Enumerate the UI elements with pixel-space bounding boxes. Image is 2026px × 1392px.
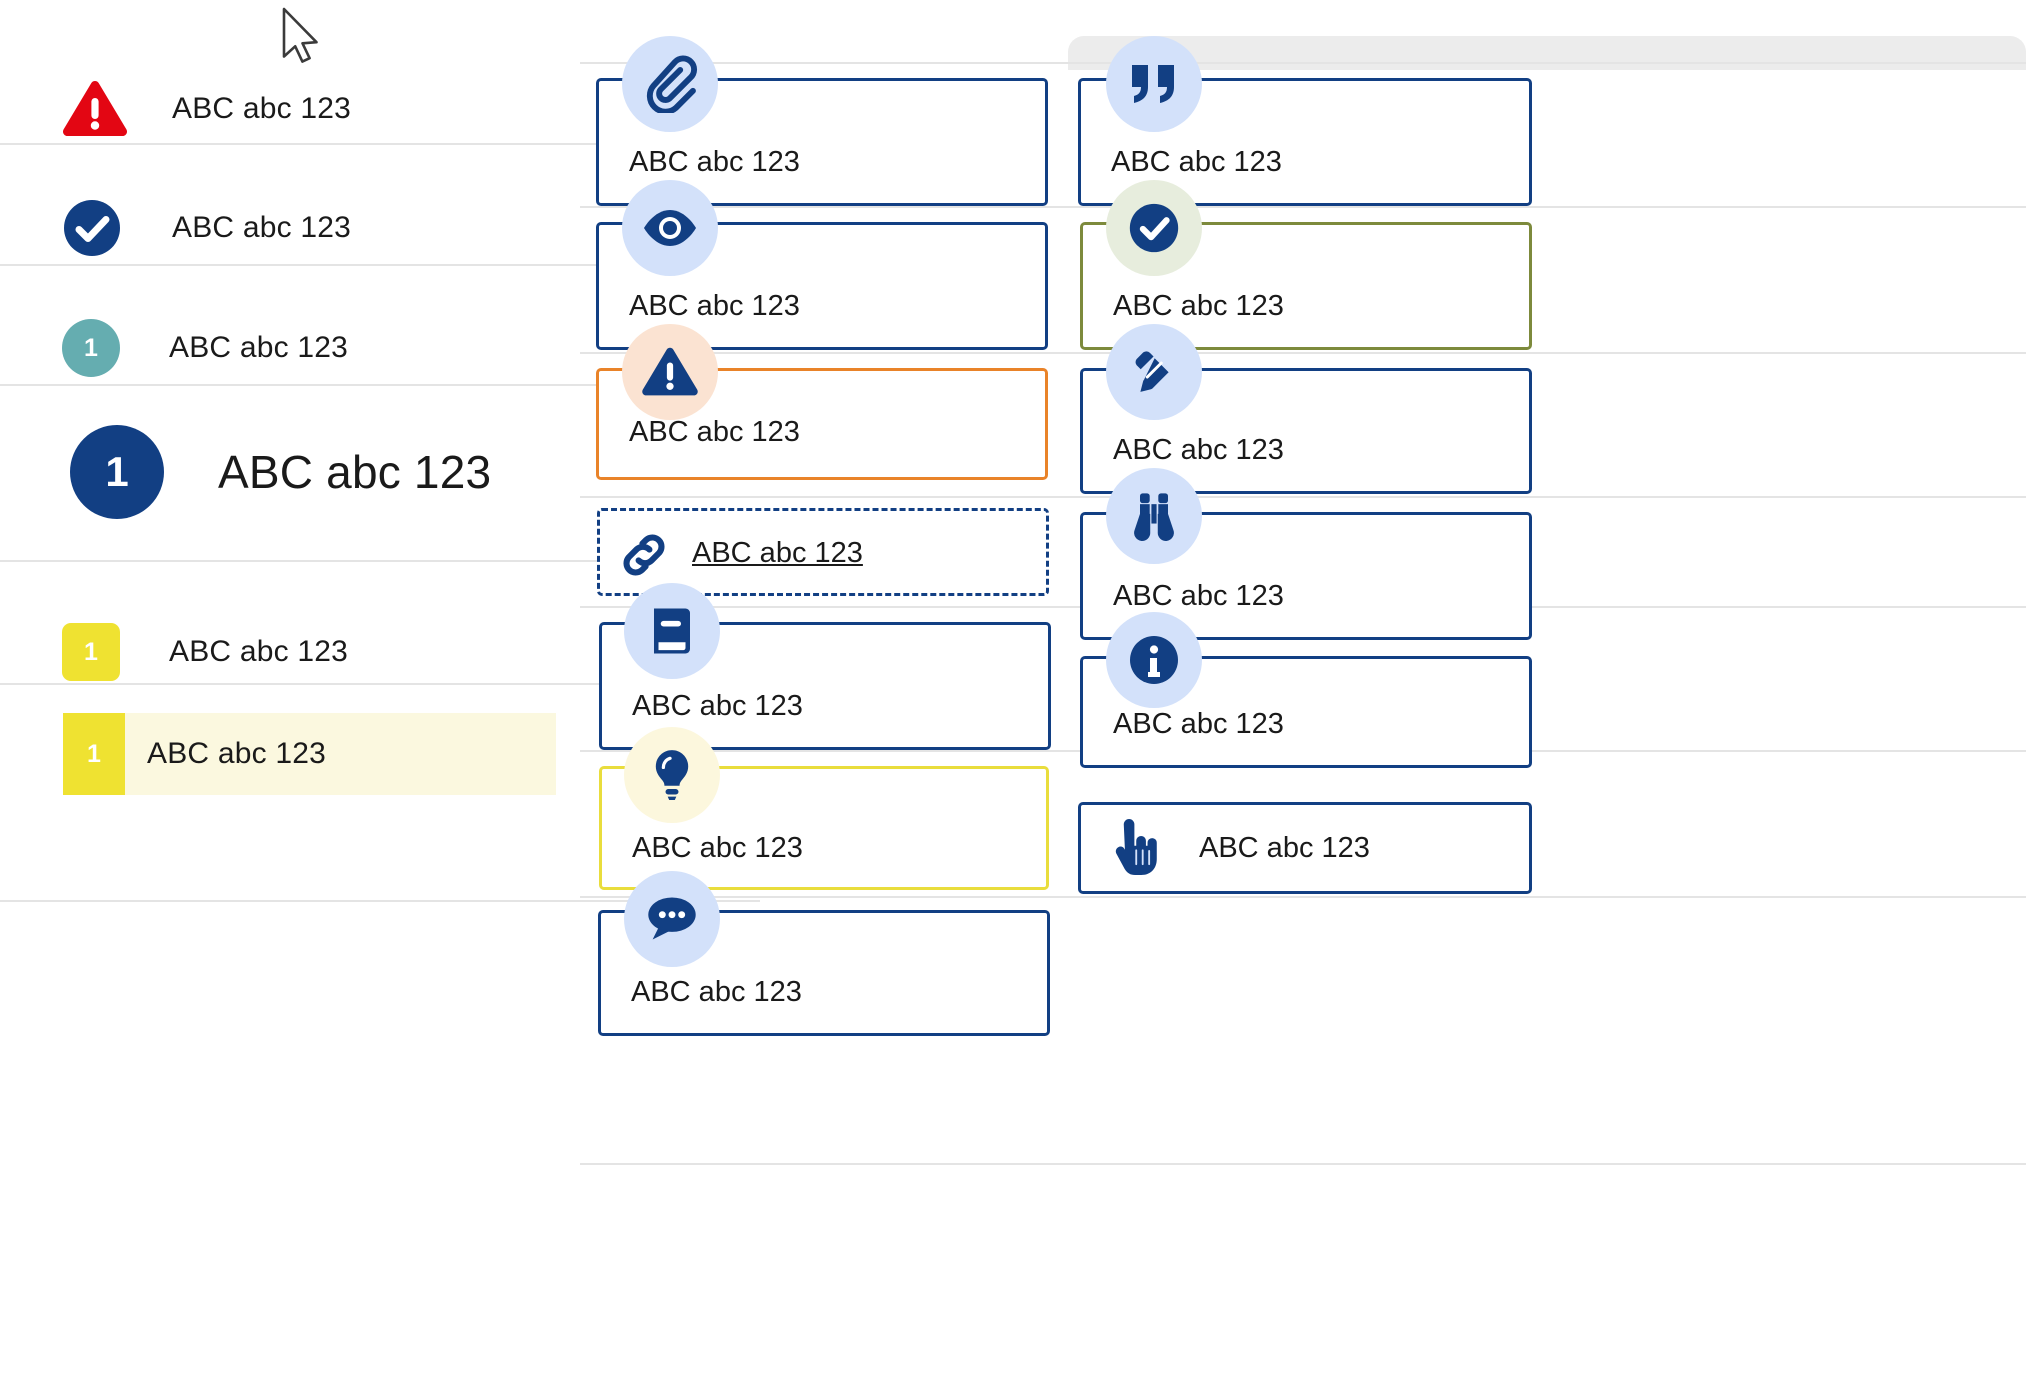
- badge-circle-teal: 1: [62, 319, 120, 377]
- card-label: ABC abc 123: [1113, 580, 1284, 612]
- list-item[interactable]: 1 ABC abc 123: [70, 425, 491, 519]
- card-label: ABC abc 123: [632, 690, 803, 722]
- column-divider: [580, 1163, 2026, 1165]
- badge-count: 1: [105, 448, 129, 495]
- background-panel: [1068, 36, 2026, 70]
- badge-square-yellow: 1: [62, 623, 120, 681]
- info-circle-icon: [1106, 612, 1202, 708]
- list-divider: [0, 683, 760, 685]
- card-label: ABC abc 123: [631, 976, 802, 1008]
- column-divider: [580, 62, 2026, 64]
- card-info[interactable]: ABC abc 123: [1080, 656, 1532, 768]
- column-divider: [580, 352, 2026, 354]
- card-label: ABC abc 123: [1113, 708, 1284, 740]
- list-divider: [0, 384, 760, 386]
- list-item-label: ABC abc 123: [172, 211, 351, 244]
- badge-count: 1: [84, 637, 98, 666]
- list-divider: [0, 264, 760, 266]
- quote-marks-icon: [1106, 36, 1202, 132]
- list-item-label: ABC abc 123: [147, 737, 326, 770]
- pencil-icon: [1106, 324, 1202, 420]
- list-item-label: ABC abc 123: [169, 635, 348, 668]
- mouse-pointer-icon: [278, 6, 322, 73]
- column-divider: [580, 206, 2026, 208]
- list-item-label: ABC abc 123: [172, 92, 351, 125]
- left-list: ABC abc 123 ABC abc 123 1 ABC abc 123 1: [0, 0, 760, 1392]
- card-label: ABC abc 123: [1111, 146, 1282, 178]
- card-label: ABC abc 123: [1113, 434, 1284, 466]
- card-link[interactable]: ABC abc 123: [597, 508, 1049, 596]
- badge-circle-navy-large: 1: [70, 425, 164, 519]
- card-warning[interactable]: ABC abc 123: [596, 368, 1048, 480]
- card-action[interactable]: ABC abc 123: [1078, 802, 1532, 894]
- card-link-label[interactable]: ABC abc 123: [692, 537, 863, 569]
- lightbulb-icon: [624, 727, 720, 823]
- pointing-hand-icon: [1107, 818, 1159, 878]
- list-item-label: ABC abc 123: [218, 446, 492, 498]
- list-divider: [0, 560, 760, 562]
- badge-square-yellow-flat: 1: [63, 713, 125, 795]
- card-label: ABC abc 123: [629, 290, 800, 322]
- list-item[interactable]: ABC abc 123: [62, 49, 351, 169]
- card-label: ABC abc 123: [1113, 290, 1284, 322]
- list-divider: [0, 900, 760, 902]
- card-comment[interactable]: ABC abc 123: [598, 910, 1050, 1036]
- check-circle-icon: [1106, 180, 1202, 276]
- comment-bubble-icon: [624, 871, 720, 967]
- badge-count: 1: [87, 739, 101, 768]
- list-item-highlighted[interactable]: 1 ABC abc 123: [63, 713, 556, 795]
- paperclip-icon: [622, 36, 718, 132]
- link-chain-icon: [617, 529, 671, 581]
- card-label: ABC abc 123: [629, 146, 800, 178]
- list-item[interactable]: ABC abc 123: [62, 168, 351, 288]
- list-item-label: ABC abc 123: [169, 331, 348, 364]
- book-icon: [624, 583, 720, 679]
- warning-triangle-red-icon: [62, 79, 128, 139]
- check-circle-navy-icon: [62, 198, 122, 258]
- card-label: ABC abc 123: [629, 416, 800, 448]
- column-divider: [580, 896, 2026, 898]
- list-item[interactable]: 1 ABC abc 123: [62, 288, 348, 408]
- card-label: ABC abc 123: [632, 832, 803, 864]
- card-label: ABC abc 123: [1199, 831, 1370, 864]
- list-divider: [0, 143, 760, 145]
- list-item[interactable]: 1 ABC abc 123: [62, 592, 348, 712]
- eye-icon: [622, 180, 718, 276]
- warning-triangle-icon: [622, 324, 718, 420]
- badge-count: 1: [84, 333, 98, 362]
- binoculars-icon: [1106, 468, 1202, 564]
- column-divider: [580, 496, 2026, 498]
